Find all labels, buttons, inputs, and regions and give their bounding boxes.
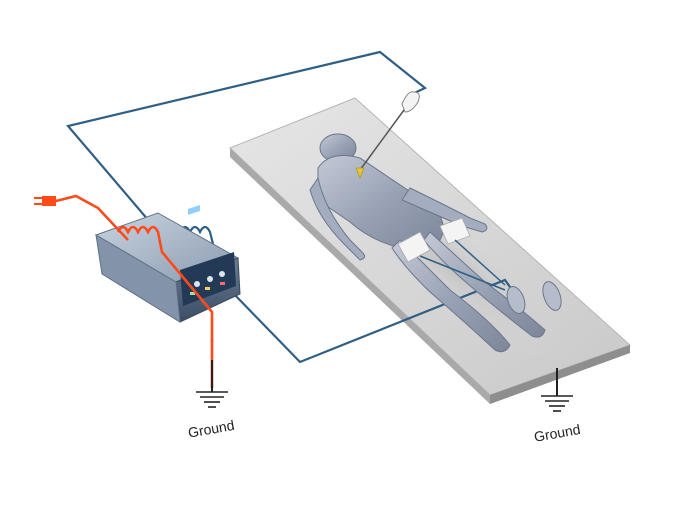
dispersive-pad-left [397, 231, 431, 263]
electrode-shaft [359, 109, 405, 171]
generator-knob-2 [207, 276, 213, 282]
electrode-handle [401, 91, 420, 113]
generator-knob-1 [194, 281, 200, 287]
power-wire-group [34, 194, 214, 342]
table-left-edge [230, 148, 490, 404]
generator-display [188, 205, 200, 215]
generator-indicator-2 [205, 287, 210, 290]
ground-left: Ground [187, 340, 236, 441]
electrode-tip [355, 167, 365, 180]
patient-arm-left [309, 176, 366, 261]
dispersive-pad-right [439, 217, 471, 245]
power-cord [55, 194, 129, 241]
ground-right-label: Ground [533, 421, 582, 445]
generator-indicator-1 [190, 292, 195, 295]
patient-figure [309, 133, 562, 353]
generator-knob-3 [219, 271, 225, 277]
patient-foot-right [542, 281, 562, 311]
generator-indicator-3 [220, 282, 225, 285]
table-front-edge [490, 345, 630, 404]
plug-icon [34, 196, 56, 206]
ground-icon [196, 391, 228, 408]
return-lead-1 [419, 255, 506, 291]
electrosurgical-generator [94, 205, 241, 323]
active-electrode-wire [65, 50, 428, 229]
return-lead-2 [454, 239, 506, 286]
ground-left-label: Ground [187, 417, 236, 441]
patient-foot-left [506, 286, 526, 314]
generator-side [95, 234, 181, 323]
patient-arm-right [401, 187, 488, 233]
patient-leg-left [391, 239, 511, 353]
ground-right: Ground [533, 368, 582, 445]
return-pad-wire [231, 278, 511, 364]
power-coil [116, 225, 214, 342]
ground-icon [541, 395, 573, 412]
operating-table [229, 97, 631, 404]
active-electrode [355, 91, 420, 180]
